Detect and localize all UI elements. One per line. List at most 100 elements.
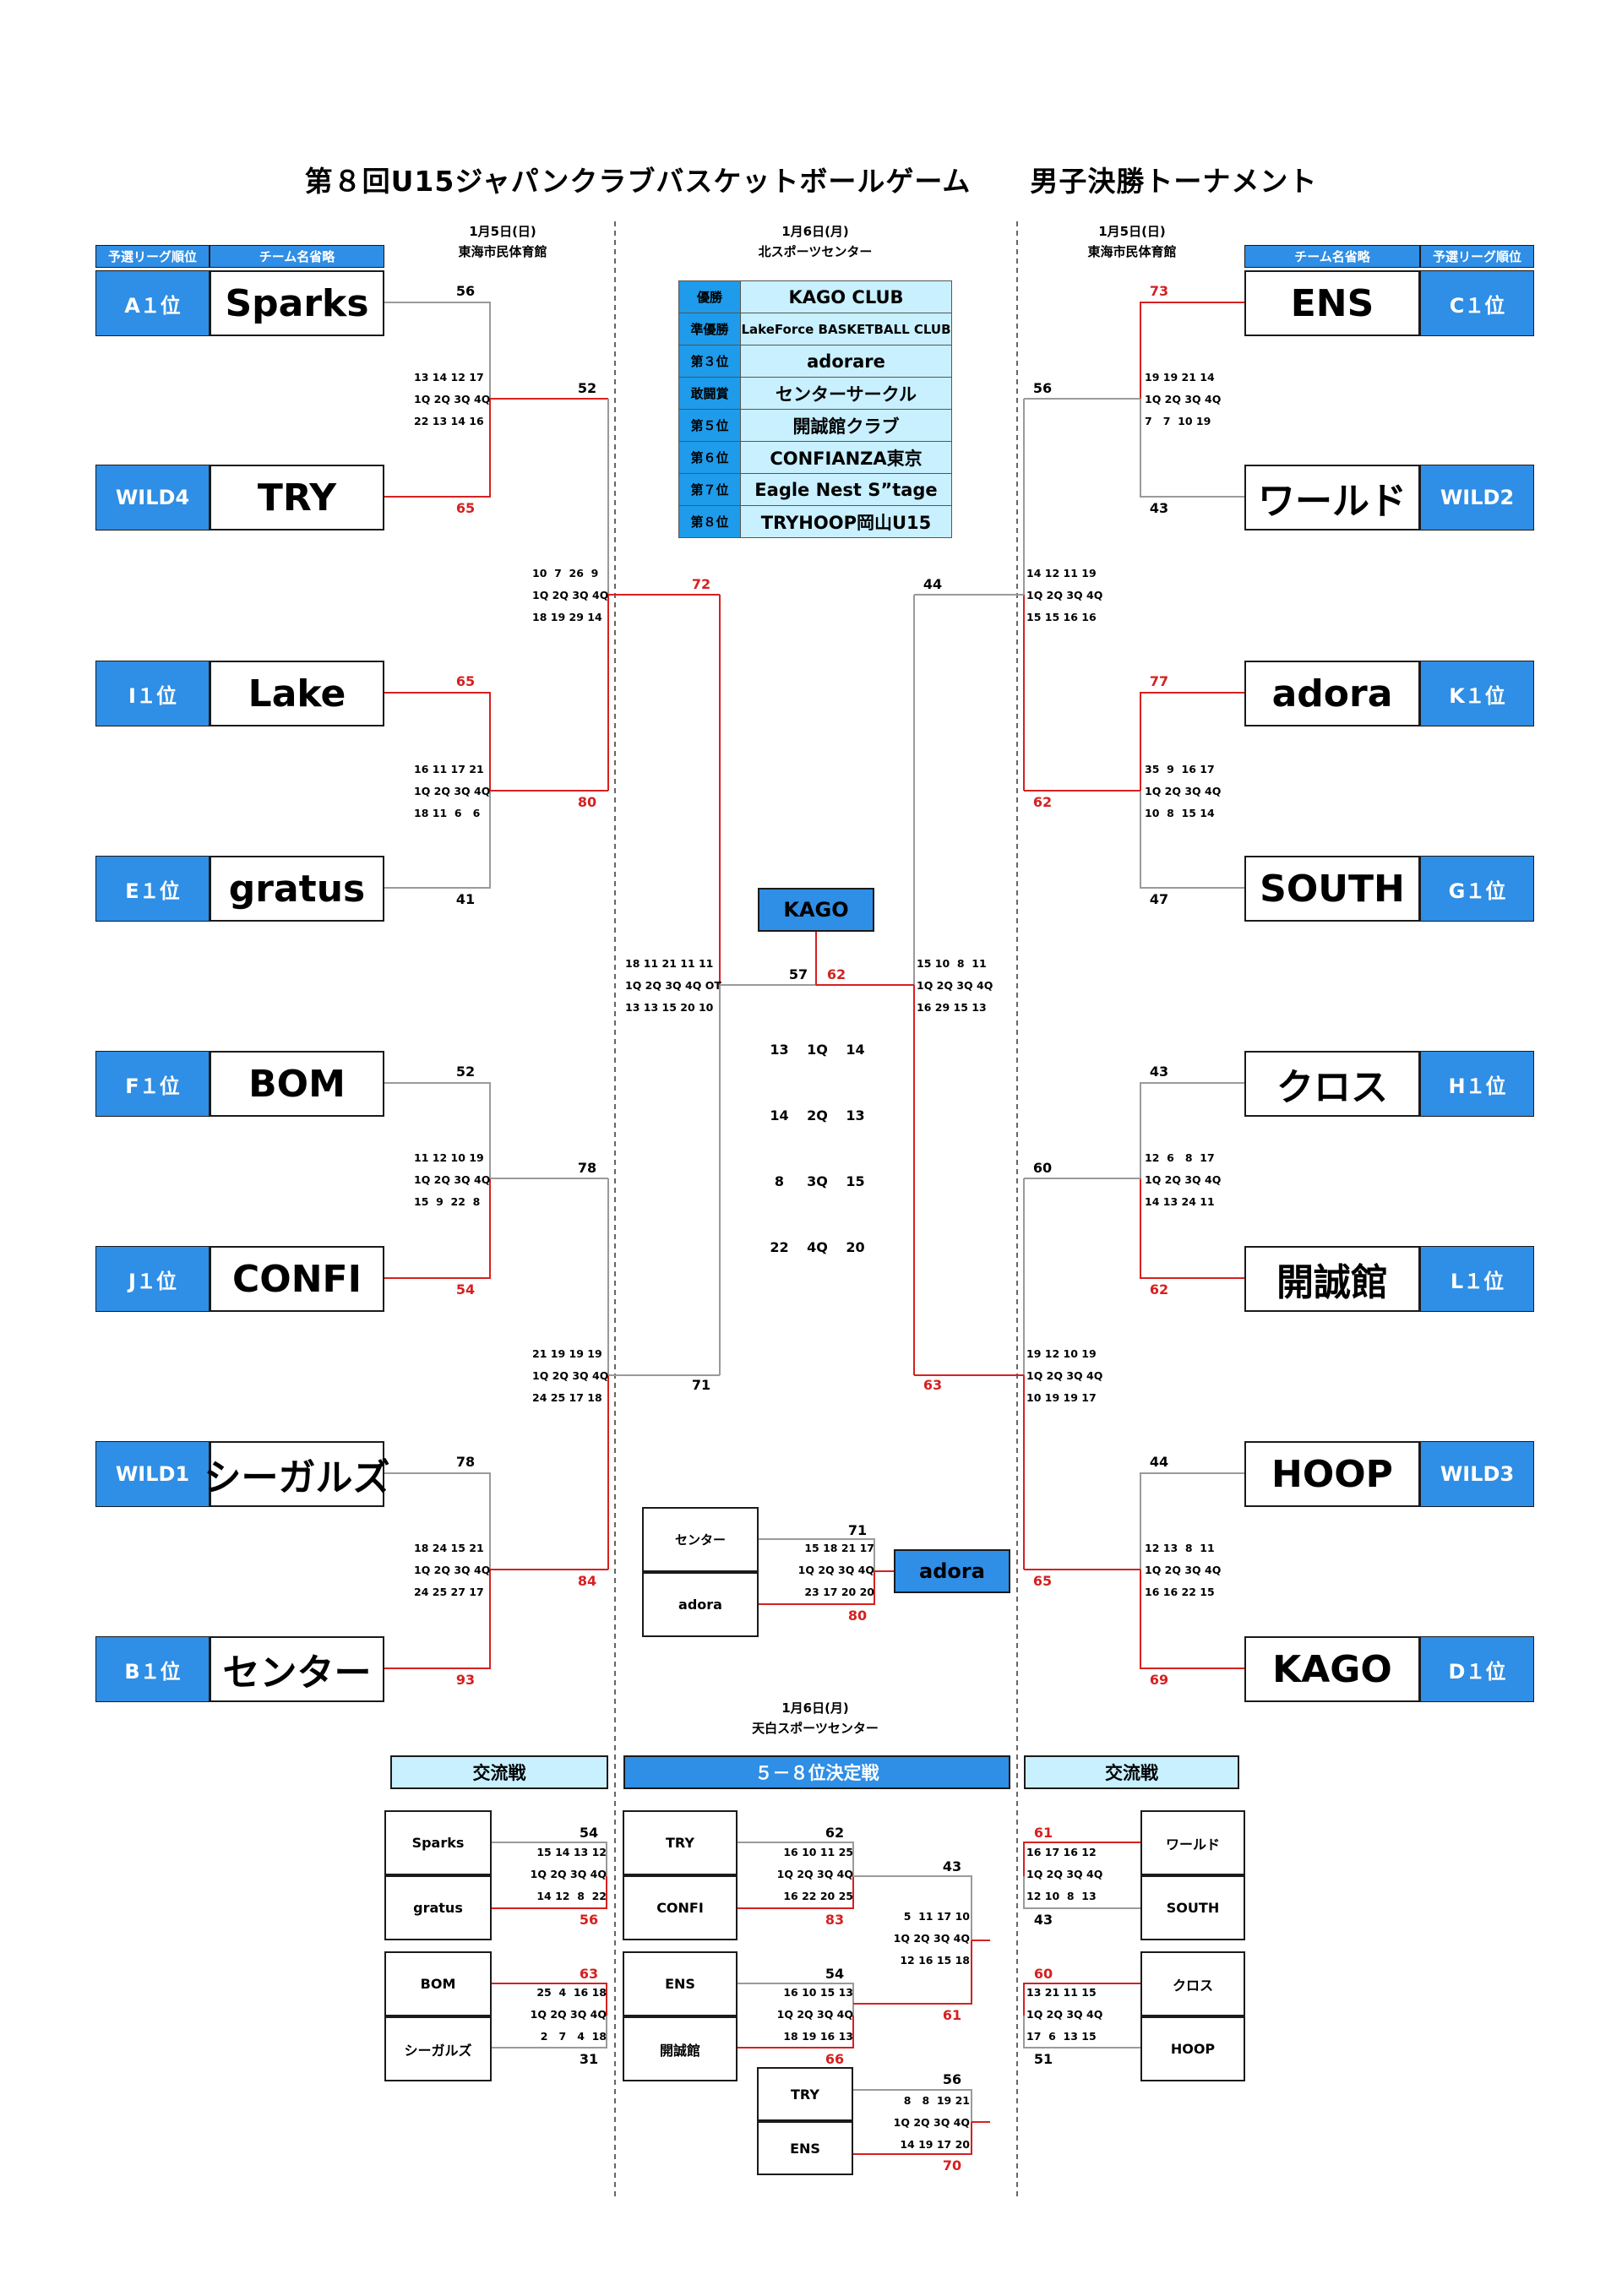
score: 44	[923, 576, 943, 592]
result-row: 敢闘賞センターサークル	[678, 377, 952, 410]
bottom-team: TRY	[757, 2067, 853, 2121]
score: 77	[1149, 673, 1169, 689]
bottom-team: Sparks	[384, 1810, 492, 1875]
score: 71	[847, 1522, 868, 1538]
score: 54	[825, 1966, 845, 1982]
score: 51	[1033, 2051, 1053, 2067]
bottom-team: クロス	[1140, 1951, 1245, 2016]
header-team-right: チーム名省略	[1244, 245, 1420, 268]
team-rank: J１位	[95, 1246, 210, 1312]
score: 62	[1032, 794, 1053, 810]
score: 62	[825, 1825, 845, 1841]
team-name: センター	[210, 1636, 384, 1702]
score: 61	[1033, 1825, 1053, 1841]
score: 47	[1149, 891, 1169, 907]
score: 43	[1149, 1064, 1169, 1080]
header-team-left: チーム名省略	[210, 245, 384, 268]
score: 73	[1149, 283, 1169, 299]
score: 65	[1032, 1573, 1053, 1589]
team-name: Lake	[210, 661, 384, 726]
team-rank: WILD2	[1420, 465, 1534, 530]
header-rank-left: 予選リーグ順位	[95, 245, 210, 268]
score: 69	[1149, 1672, 1169, 1688]
score: 56	[579, 1912, 599, 1928]
team-name: BOM	[210, 1051, 384, 1117]
score: 65	[455, 500, 476, 516]
score: 71	[691, 1377, 711, 1393]
team-rank: K１位	[1420, 661, 1534, 726]
team-name: SOUTH	[1244, 856, 1420, 922]
header-rank-right: 予選リーグ順位	[1420, 245, 1534, 268]
score: 63	[579, 1966, 599, 1982]
score: 43	[1033, 1912, 1053, 1928]
bottom-team: ENS	[757, 2121, 853, 2175]
score: 54	[455, 1281, 476, 1298]
team-rank: F１位	[95, 1051, 210, 1117]
score: 60	[1033, 1966, 1053, 1982]
section-exchange-right: 交流戦	[1024, 1755, 1239, 1789]
third-team-a: センター	[642, 1507, 759, 1572]
team-name: adora	[1244, 661, 1420, 726]
score: 52	[455, 1064, 476, 1080]
team-name: TRY	[210, 465, 384, 530]
team-rank: WILD1	[95, 1441, 210, 1507]
score: 93	[455, 1672, 476, 1688]
venue-right: 1月5日(日)東海市民体育館	[1087, 224, 1177, 259]
team-name: クロス	[1244, 1051, 1420, 1117]
score: 78	[455, 1454, 476, 1470]
team-rank: L１位	[1420, 1246, 1534, 1312]
score: 52	[577, 380, 597, 396]
score: 83	[825, 1912, 845, 1928]
venue-left: 1月5日(日)東海市民体育館	[458, 224, 547, 259]
score: 61	[942, 2007, 962, 2023]
team-rank: H１位	[1420, 1051, 1534, 1117]
team-rank: D１位	[1420, 1636, 1534, 1702]
score: 63	[923, 1377, 943, 1393]
team-name: HOOP	[1244, 1441, 1420, 1507]
team-name: KAGO	[1244, 1636, 1420, 1702]
bottom-team: TRY	[623, 1810, 738, 1875]
team-rank: C１位	[1420, 270, 1534, 336]
team-name: Sparks	[210, 270, 384, 336]
final-score-b: 62	[826, 966, 846, 982]
score: 41	[455, 891, 476, 907]
page-title: 第８回U15ジャパンクラブバスケットボールゲーム男子決勝トーナメント	[304, 165, 1318, 198]
team-rank: B１位	[95, 1636, 210, 1702]
team-rank: E１位	[95, 856, 210, 922]
score: 62	[1149, 1281, 1169, 1298]
score: 80	[847, 1608, 868, 1624]
bottom-team: シーガルズ	[384, 2016, 492, 2081]
team-rank: A１位	[95, 270, 210, 336]
third-winner-box: adora	[894, 1549, 1010, 1593]
final-score-a: 57	[788, 966, 808, 982]
score: 66	[825, 2051, 845, 2067]
section-placement: ５－８位決定戦	[623, 1755, 1010, 1789]
venue-center: 1月6日(月)北スポーツセンター	[758, 224, 873, 259]
score: 70	[942, 2157, 962, 2174]
score: 43	[1149, 500, 1169, 516]
score: 80	[577, 794, 597, 810]
bottom-team: CONFI	[623, 1875, 738, 1940]
score: 31	[579, 2051, 599, 2067]
result-row: 第５位開誠館クラブ	[678, 409, 952, 442]
